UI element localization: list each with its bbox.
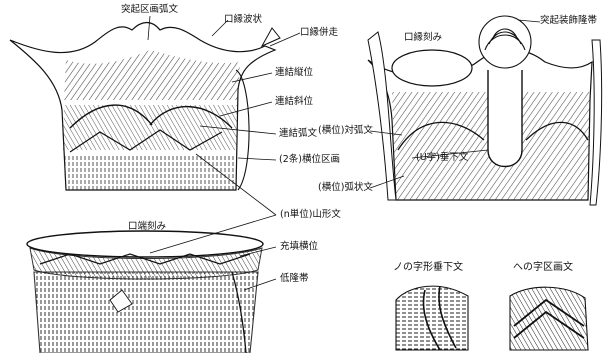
label-tokki-kukaku-komon: 突起区画弧文 (121, 4, 179, 15)
label-koen-heiso: 口縁併走 (300, 27, 339, 38)
vessel-3-zigzag (39, 253, 251, 265)
label-juten-yoko: 充填横位 (280, 241, 319, 252)
vessel-3-low-ridge (231, 271, 247, 353)
label-nijo-yoko-kukaku: (2条)横位区画 (279, 154, 340, 165)
leader-lines (147, 15, 541, 291)
label-koen-hajo: 口縁波状 (224, 14, 263, 25)
vessel-2-drawing (367, 15, 603, 206)
vessel-1-drawing (9, 21, 281, 191)
caption-no-ji-suika: ノの字形垂下文 (393, 262, 463, 273)
sherd-no-shape-outline (395, 285, 469, 351)
sherd-no-shape (395, 285, 469, 351)
label-yoko-taikomon: (横位)対弧文 (318, 125, 373, 136)
vessel-1-arc-1 (69, 104, 153, 129)
label-renketsu-naname: 連結斜位 (275, 96, 314, 107)
label-kobata-kizami: 口端刻み (128, 221, 167, 232)
sherd-he-shape-outline (509, 286, 589, 351)
label-renketsu-komon: 連結弧文 (279, 128, 318, 139)
vessel-1-mid-band (63, 105, 238, 150)
label-renketsu-tate: 連結縦位 (275, 67, 314, 78)
label-yoko-kojo: (横位)弧状文 (318, 182, 373, 193)
vessel-2-crest-circle (478, 15, 532, 69)
vessel-1-top-spike (260, 27, 281, 48)
vessel-3-drawing (26, 230, 264, 353)
vessel-2-arc-left (397, 121, 485, 151)
vessel-1-arc-2 (149, 105, 233, 129)
vessel-3-break (109, 289, 133, 313)
vessel-2-arc-right (525, 121, 589, 141)
sherd-he-shape (509, 286, 589, 351)
vessel-1-mountain (69, 129, 223, 153)
sherd-he-shape-bend-1 (513, 298, 585, 327)
sherd-no-shape-drop-2 (438, 285, 457, 349)
vessel-1-upper-band (64, 50, 240, 100)
vessel-3-body (33, 271, 259, 353)
vessel-1-lower-band (63, 155, 237, 190)
sherd-no-shape-drop (422, 289, 441, 351)
label-koen-kizami: 口縁刻み (404, 32, 443, 43)
vessel-2-left-handle (367, 31, 397, 201)
sherd-he-shape-bend-2 (513, 310, 585, 339)
vessel-2-u-drop (487, 70, 523, 167)
label-n-tani-sankei: (n単位)山形文 (280, 209, 341, 220)
caption-he-ji-kukaku: への字区画文 (513, 262, 573, 273)
vessel-2-crest-ridges (484, 28, 526, 51)
vessel-2-rim-ellipse (391, 49, 473, 87)
label-u-suika: (U字)垂下文 (416, 152, 469, 163)
vessel-1-side-handle (235, 69, 250, 191)
vessel-3-rim (26, 230, 264, 258)
label-tei-ryutai: 低隆帯 (280, 273, 309, 284)
vessel-2-right-handle (589, 39, 603, 206)
label-tokki-soshoku-ryutai: 突起装飾隆帯 (540, 15, 598, 26)
